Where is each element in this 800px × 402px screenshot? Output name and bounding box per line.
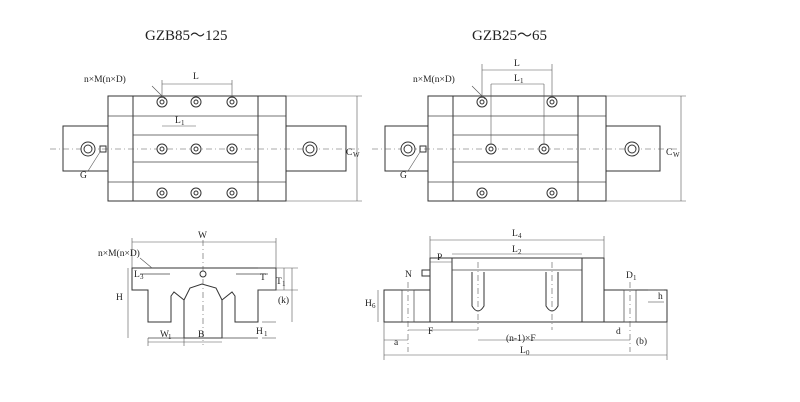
label-G-left: G — [80, 171, 87, 181]
svg-text:3: 3 — [140, 273, 144, 281]
label-N: N — [405, 270, 412, 280]
svg-text:1: 1 — [181, 119, 185, 127]
label-P: P — [437, 253, 442, 263]
svg-text:1: 1 — [282, 280, 286, 288]
label-W1: W — [160, 330, 169, 340]
svg-text:0: 0 — [526, 349, 530, 357]
label-F: F — [428, 327, 433, 337]
title-left: GZB85～125 — [145, 28, 228, 44]
label-L2: L — [512, 245, 518, 255]
svg-text:W: W — [353, 151, 360, 159]
label-H: H — [116, 293, 123, 303]
svg-text:1: 1 — [264, 330, 268, 338]
mount-holes-left — [80, 96, 318, 199]
svg-text:1: 1 — [168, 333, 172, 341]
label-b: (b) — [636, 336, 647, 347]
cross-section-left: W n×M(n×D) L 3 H T T 1 (k) W 1 B H 1 — [98, 231, 298, 346]
label-L-left: L — [193, 72, 199, 82]
label-H6: H — [365, 299, 372, 309]
label-T1: T — [276, 277, 282, 287]
svg-text:1: 1 — [520, 77, 524, 85]
label-a: a — [394, 338, 399, 348]
label-h: h — [658, 292, 663, 302]
label-d: d — [616, 327, 621, 337]
label-nF: (n-1)×F — [506, 333, 536, 344]
svg-text:1: 1 — [633, 274, 637, 282]
label-L-right: L — [514, 59, 520, 69]
label-L1-left: L — [175, 116, 181, 126]
label-T: T — [260, 273, 266, 283]
carriage-center-right — [452, 95, 579, 202]
label-B: B — [198, 330, 204, 340]
label-W: W — [198, 231, 207, 241]
title-right: GZB25～65 — [472, 28, 547, 44]
label-Cw-left: C — [346, 148, 352, 158]
label-L3: L — [134, 270, 140, 280]
label-G-right: G — [400, 171, 407, 181]
side-view-right: L 4 L 2 P N D 1 h H 6 a F (n-1)×F d (b) … — [365, 229, 668, 360]
svg-text:2: 2 — [518, 248, 522, 256]
label-H1: H — [256, 327, 263, 337]
label-L4: L — [512, 229, 518, 239]
label-k: (k) — [278, 295, 289, 306]
label-D1: D — [626, 271, 633, 281]
svg-text:4: 4 — [518, 232, 522, 240]
label-L0: L — [520, 346, 526, 356]
label-holes-left: n×M(n×D) — [84, 74, 126, 85]
label-L1-right: L — [514, 74, 520, 84]
svg-text:6: 6 — [372, 302, 376, 310]
svg-text:W: W — [673, 151, 680, 159]
label-Cw-right: C — [666, 148, 672, 158]
plan-view-right: L L 1 n×M(n×D) G C W — [372, 59, 686, 202]
label-holes-section: n×M(n×D) — [98, 248, 140, 259]
mount-holes-right — [400, 96, 640, 199]
plan-view-left: L L 1 n×M(n×D) G C W — [50, 72, 362, 202]
label-holes-right: n×M(n×D) — [413, 74, 455, 85]
